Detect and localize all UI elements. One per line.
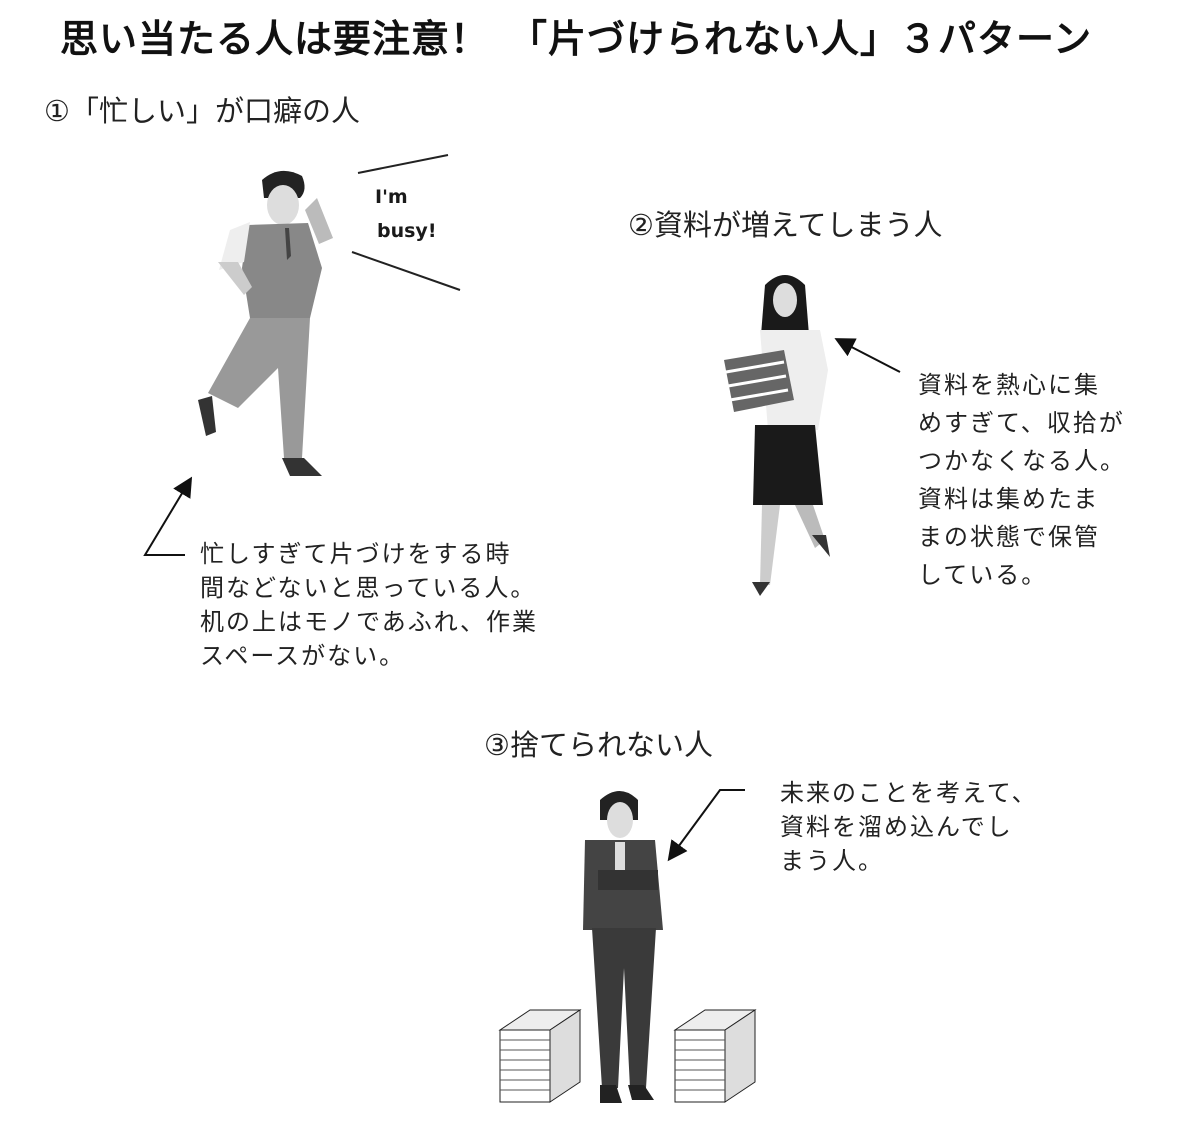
caption-line: つかなくなる人。: [918, 447, 1126, 475]
speech-line-1: I'm: [375, 186, 408, 208]
pointer-arrow: [834, 338, 901, 373]
pointer-arrow: [143, 476, 193, 556]
paper-stack-left: [498, 1009, 582, 1103]
pattern-2-caption: 資料を熱心に集 めすぎて、収拾が つかなくなる人。 資料は集めたま まの状態で保…: [918, 366, 1126, 594]
speech-line-2: busy!: [377, 220, 437, 242]
speech-bubble-text: I'm busy!: [375, 180, 437, 248]
caption-line: 資料を溜め込んでし: [780, 813, 1013, 841]
paper-stack-right: [673, 1009, 757, 1103]
caption-line: スペースがない。: [200, 642, 406, 670]
caption-line: 資料を熱心に集: [918, 371, 1100, 399]
speech-line: [351, 251, 461, 291]
caption-line: 忙しすぎて片づけをする時: [200, 540, 512, 568]
pattern-3-heading: ③捨てられない人: [484, 728, 713, 762]
pointer-arrow: [667, 789, 745, 862]
page-title: 思い当たる人は要注意！ 「片づけられない人」３パターン: [60, 17, 1093, 61]
woman-with-documents-illustration: [724, 275, 830, 596]
pattern-3-caption: 未来のことを考えて、 資料を溜め込んでし まう人。: [780, 776, 1038, 878]
speech-line: [357, 154, 449, 174]
caption-line: めすぎて、収拾が: [918, 409, 1125, 437]
caption-line: している。: [918, 561, 1048, 589]
caption-line: 未来のことを考えて、: [780, 779, 1038, 807]
hoarding-woman-illustration: [583, 791, 663, 1103]
caption-line: 机の上はモノであふれ、作業: [200, 608, 538, 636]
caption-line: まう人。: [780, 847, 884, 875]
pattern-1-heading: ①「忙しい」が口癖の人: [44, 94, 360, 128]
busy-man-illustration: [198, 170, 333, 476]
caption-line: 間などないと思っている人。: [200, 574, 537, 602]
caption-line: 資料は集めたま: [918, 485, 1100, 513]
pattern-2-heading: ②資料が増えてしまう人: [628, 208, 943, 242]
pattern-1-caption: 忙しすぎて片づけをする時 間などないと思っている人。 机の上はモノであふれ、作業…: [200, 537, 538, 673]
caption-line: まの状態で保管: [918, 523, 1100, 551]
